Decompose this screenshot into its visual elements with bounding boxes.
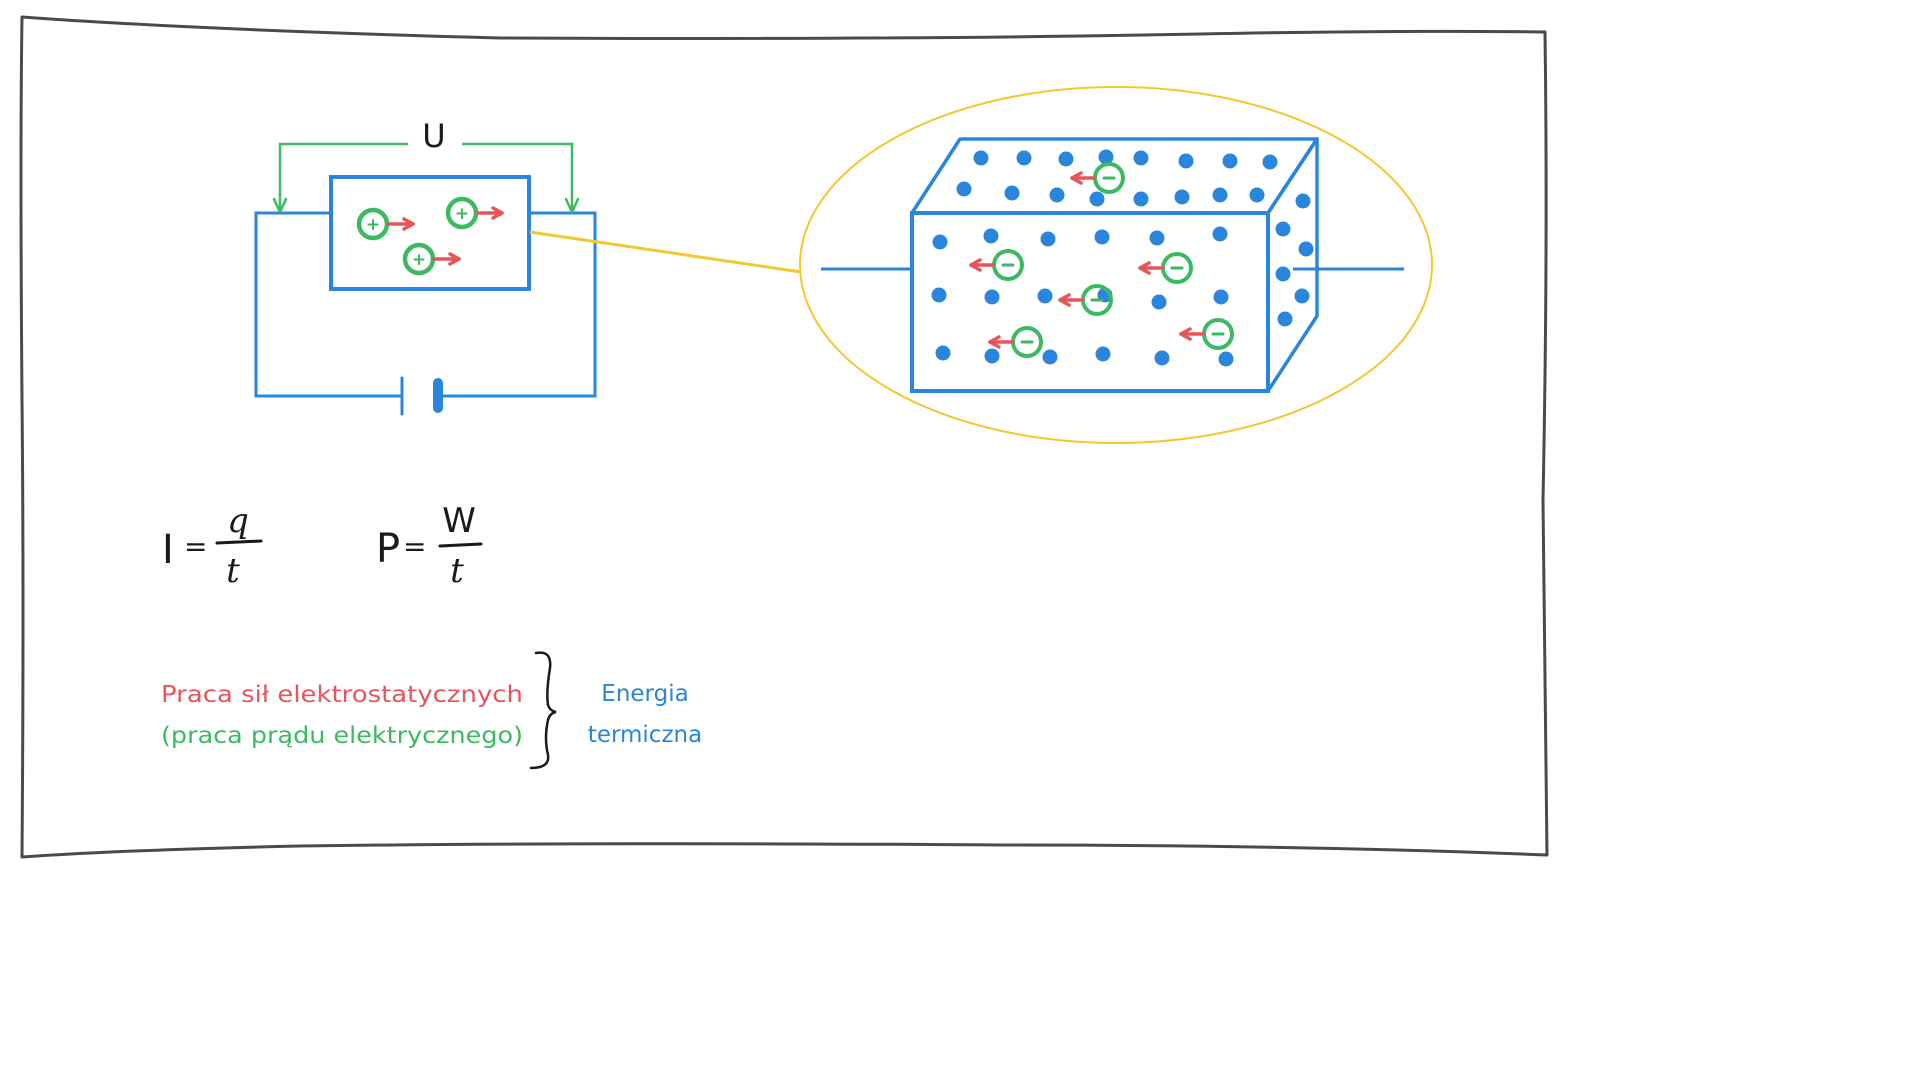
arrowhead-icon — [448, 252, 461, 266]
formula-power-numerator: W — [442, 501, 476, 541]
lattice-ion — [935, 345, 951, 361]
lattice-ion — [1218, 351, 1234, 367]
lattice-ion — [932, 234, 948, 250]
formula-current-fraction-bar — [215, 539, 263, 545]
thermal-energy-label-1: Energia — [601, 681, 688, 707]
voltage-label: U — [422, 117, 445, 155]
arrowhead-icon — [491, 206, 504, 220]
lattice-ion — [1042, 349, 1058, 365]
arrowhead-icon — [1138, 261, 1151, 275]
charge-sign: + — [455, 204, 469, 224]
electron — [1070, 162, 1125, 194]
lattice-ion — [1277, 311, 1293, 327]
lattice-ion — [1004, 185, 1020, 201]
arrowhead-icon — [1070, 171, 1083, 185]
electron — [1179, 318, 1234, 350]
lattice-ion — [984, 289, 1000, 305]
lattice-ion — [1275, 266, 1291, 282]
curly-brace-icon — [529, 651, 557, 770]
circuit-wire-left — [254, 211, 402, 398]
magnifier-connector-line — [529, 230, 802, 274]
thermal-energy-label-2: termiczna — [588, 722, 702, 748]
lattice-ion — [1040, 231, 1056, 247]
arrowhead-icon — [402, 217, 415, 231]
formula-power-eq: = — [403, 530, 426, 563]
formula-power: P = W t — [376, 501, 483, 591]
lattice-ion — [1098, 149, 1114, 165]
voltage-arrow-right-icon — [564, 197, 580, 215]
energy-conversion-note: Praca sił elektrostatycznych (praca prąd… — [161, 651, 702, 770]
lattice-ion — [973, 150, 989, 166]
lattice-ion — [1058, 151, 1074, 167]
formula-current-lhs: I — [162, 527, 174, 573]
block-front-face — [910, 211, 1270, 393]
electron — [1058, 284, 1113, 316]
lattice-ion — [1089, 191, 1105, 207]
lattice-ion — [1133, 150, 1149, 166]
work-label-red: Praca sił elektrostatycznych — [161, 682, 523, 708]
voltage-line-right — [462, 142, 574, 210]
lattice-ion — [1049, 187, 1065, 203]
arrowhead-icon — [1058, 293, 1071, 307]
lattice-ion — [1213, 289, 1229, 305]
circuit-diagram: U + + + — [254, 117, 802, 416]
formula-current-numerator: q — [227, 501, 249, 541]
lattice-ion — [1212, 187, 1228, 203]
positive-charge: + — [402, 242, 461, 276]
arrowhead-icon — [988, 335, 1001, 349]
lattice-ion — [931, 287, 947, 303]
conductor-box — [329, 175, 531, 291]
lattice-ion — [1174, 189, 1190, 205]
lattice-ion — [1262, 154, 1278, 170]
lattice-ion — [1294, 288, 1310, 304]
lattice-ion — [1249, 187, 1265, 203]
formula-power-denominator: t — [450, 551, 464, 591]
lattice-ion — [1178, 153, 1194, 169]
circuit-wire-right — [440, 211, 597, 398]
positive-charge: + — [445, 196, 504, 230]
electron — [969, 249, 1024, 281]
voltage-arrow-left-icon — [272, 197, 288, 215]
formula-current: I = q t — [162, 501, 263, 591]
lattice-ion — [1212, 226, 1228, 242]
lattice-ion — [1154, 350, 1170, 366]
magnified-conductor-view — [799, 86, 1433, 444]
magnifier-ellipse — [799, 86, 1433, 444]
formula-current-eq: = — [184, 530, 207, 563]
block-side-face — [1266, 137, 1319, 392]
electron — [1138, 252, 1193, 284]
lattice-ion — [1298, 241, 1314, 257]
lattice-ion — [1037, 288, 1053, 304]
lattice-ion — [984, 348, 1000, 364]
voltage-line-left — [278, 142, 408, 210]
lattice-ion — [1016, 150, 1032, 166]
formula-current-denominator: t — [226, 551, 240, 591]
arrowhead-icon — [969, 258, 982, 272]
charge-sign: + — [412, 250, 426, 270]
lattice-ion — [1222, 153, 1238, 169]
lattice-ion — [1094, 229, 1110, 245]
positive-charge: + — [356, 207, 415, 241]
paper-border — [19, 15, 1549, 859]
lattice-ion — [1133, 191, 1149, 207]
formula-power-fraction-bar — [438, 542, 483, 548]
lattice-ion — [1151, 294, 1167, 310]
lattice-ion — [1095, 346, 1111, 362]
formula-power-lhs: P — [376, 526, 400, 572]
whiteboard-canvas: U + + + I = q t P = W t Praca sił elektros… — [19, 15, 1549, 859]
lattice-ion — [956, 181, 972, 197]
lattice-ion — [983, 228, 999, 244]
lattice-ion — [1149, 230, 1165, 246]
work-label-green: (praca prądu elektrycznego) — [161, 723, 523, 749]
lattice-ion — [1275, 221, 1291, 237]
charge-sign: + — [366, 215, 380, 235]
electron — [988, 326, 1043, 358]
arrowhead-icon — [1179, 327, 1192, 341]
lattice-ion — [1295, 193, 1311, 209]
